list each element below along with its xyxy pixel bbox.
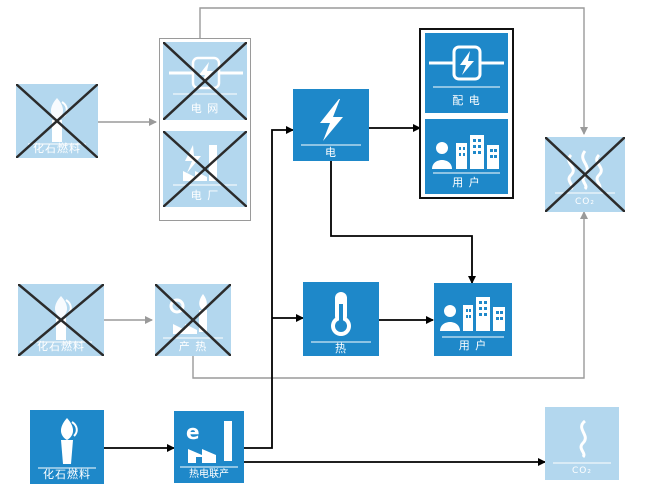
co2-label-1: CO₂ (575, 197, 595, 207)
electricity-label: 电 (325, 146, 337, 159)
fossil-fuel-node-1[interactable]: 化石燃料 (16, 84, 98, 158)
co2-label-2: CO₂ (572, 466, 592, 476)
heat-node[interactable]: 热 (303, 282, 379, 356)
fossil-fuel-label-2: 化石燃料 (37, 340, 85, 353)
power-grid-label: 电 网 (190, 102, 220, 115)
fossil-fuel-node-3[interactable]: 化石燃料 (30, 410, 104, 484)
people-building-icon (440, 297, 505, 338)
heat-production-node[interactable]: 产 热 (155, 284, 231, 356)
smoke-icon (553, 419, 611, 464)
plant-group-frame (159, 38, 251, 221)
users-label-1: 用 户 (452, 176, 481, 189)
edge-electricity-to-users (330, 161, 476, 284)
power-plant-node[interactable]: 电 厂 (163, 131, 247, 207)
thermometer-icon (311, 292, 371, 343)
fossil-fuel-label-1: 化石燃料 (33, 142, 81, 155)
chp-label: 热电联产 (189, 469, 229, 480)
distribution-node[interactable]: 配 电 (425, 33, 508, 113)
power-grid-node[interactable]: 电 网 (163, 42, 247, 120)
electricity-node[interactable]: 电 (293, 89, 369, 161)
edge-grid-to-co2-top (199, 7, 588, 135)
co2-node-1[interactable]: CO₂ (545, 137, 625, 212)
fossil-fuel-label-3: 化石燃料 (43, 468, 91, 481)
heat-label: 热 (335, 342, 347, 355)
flame-chimney-icon (38, 418, 96, 469)
fossil-fuel-node-2[interactable]: 化石燃料 (18, 284, 104, 356)
co2-node-2[interactable]: CO₂ (545, 407, 619, 480)
electric-e-glyph: e (186, 420, 200, 444)
users-node-2[interactable]: 用 户 (434, 283, 512, 356)
distribution-group-frame (419, 28, 514, 199)
distribution-label: 配 电 (452, 94, 481, 107)
edge-heatprod-to-co2 (192, 211, 588, 379)
power-plant-label: 电 厂 (190, 189, 220, 202)
users-node-1[interactable]: 用 户 (425, 119, 508, 194)
users-label-2: 用 户 (458, 339, 488, 352)
lightning-icon (301, 99, 361, 146)
factory-electric-icon: e (180, 420, 238, 468)
heat-production-label: 产 热 (178, 340, 208, 353)
lightning-plug-icon (429, 45, 504, 88)
people-building-icon (432, 135, 500, 174)
chp-node[interactable]: e 热电联产 (174, 411, 244, 483)
edge-chp-to-electricity (244, 126, 294, 449)
